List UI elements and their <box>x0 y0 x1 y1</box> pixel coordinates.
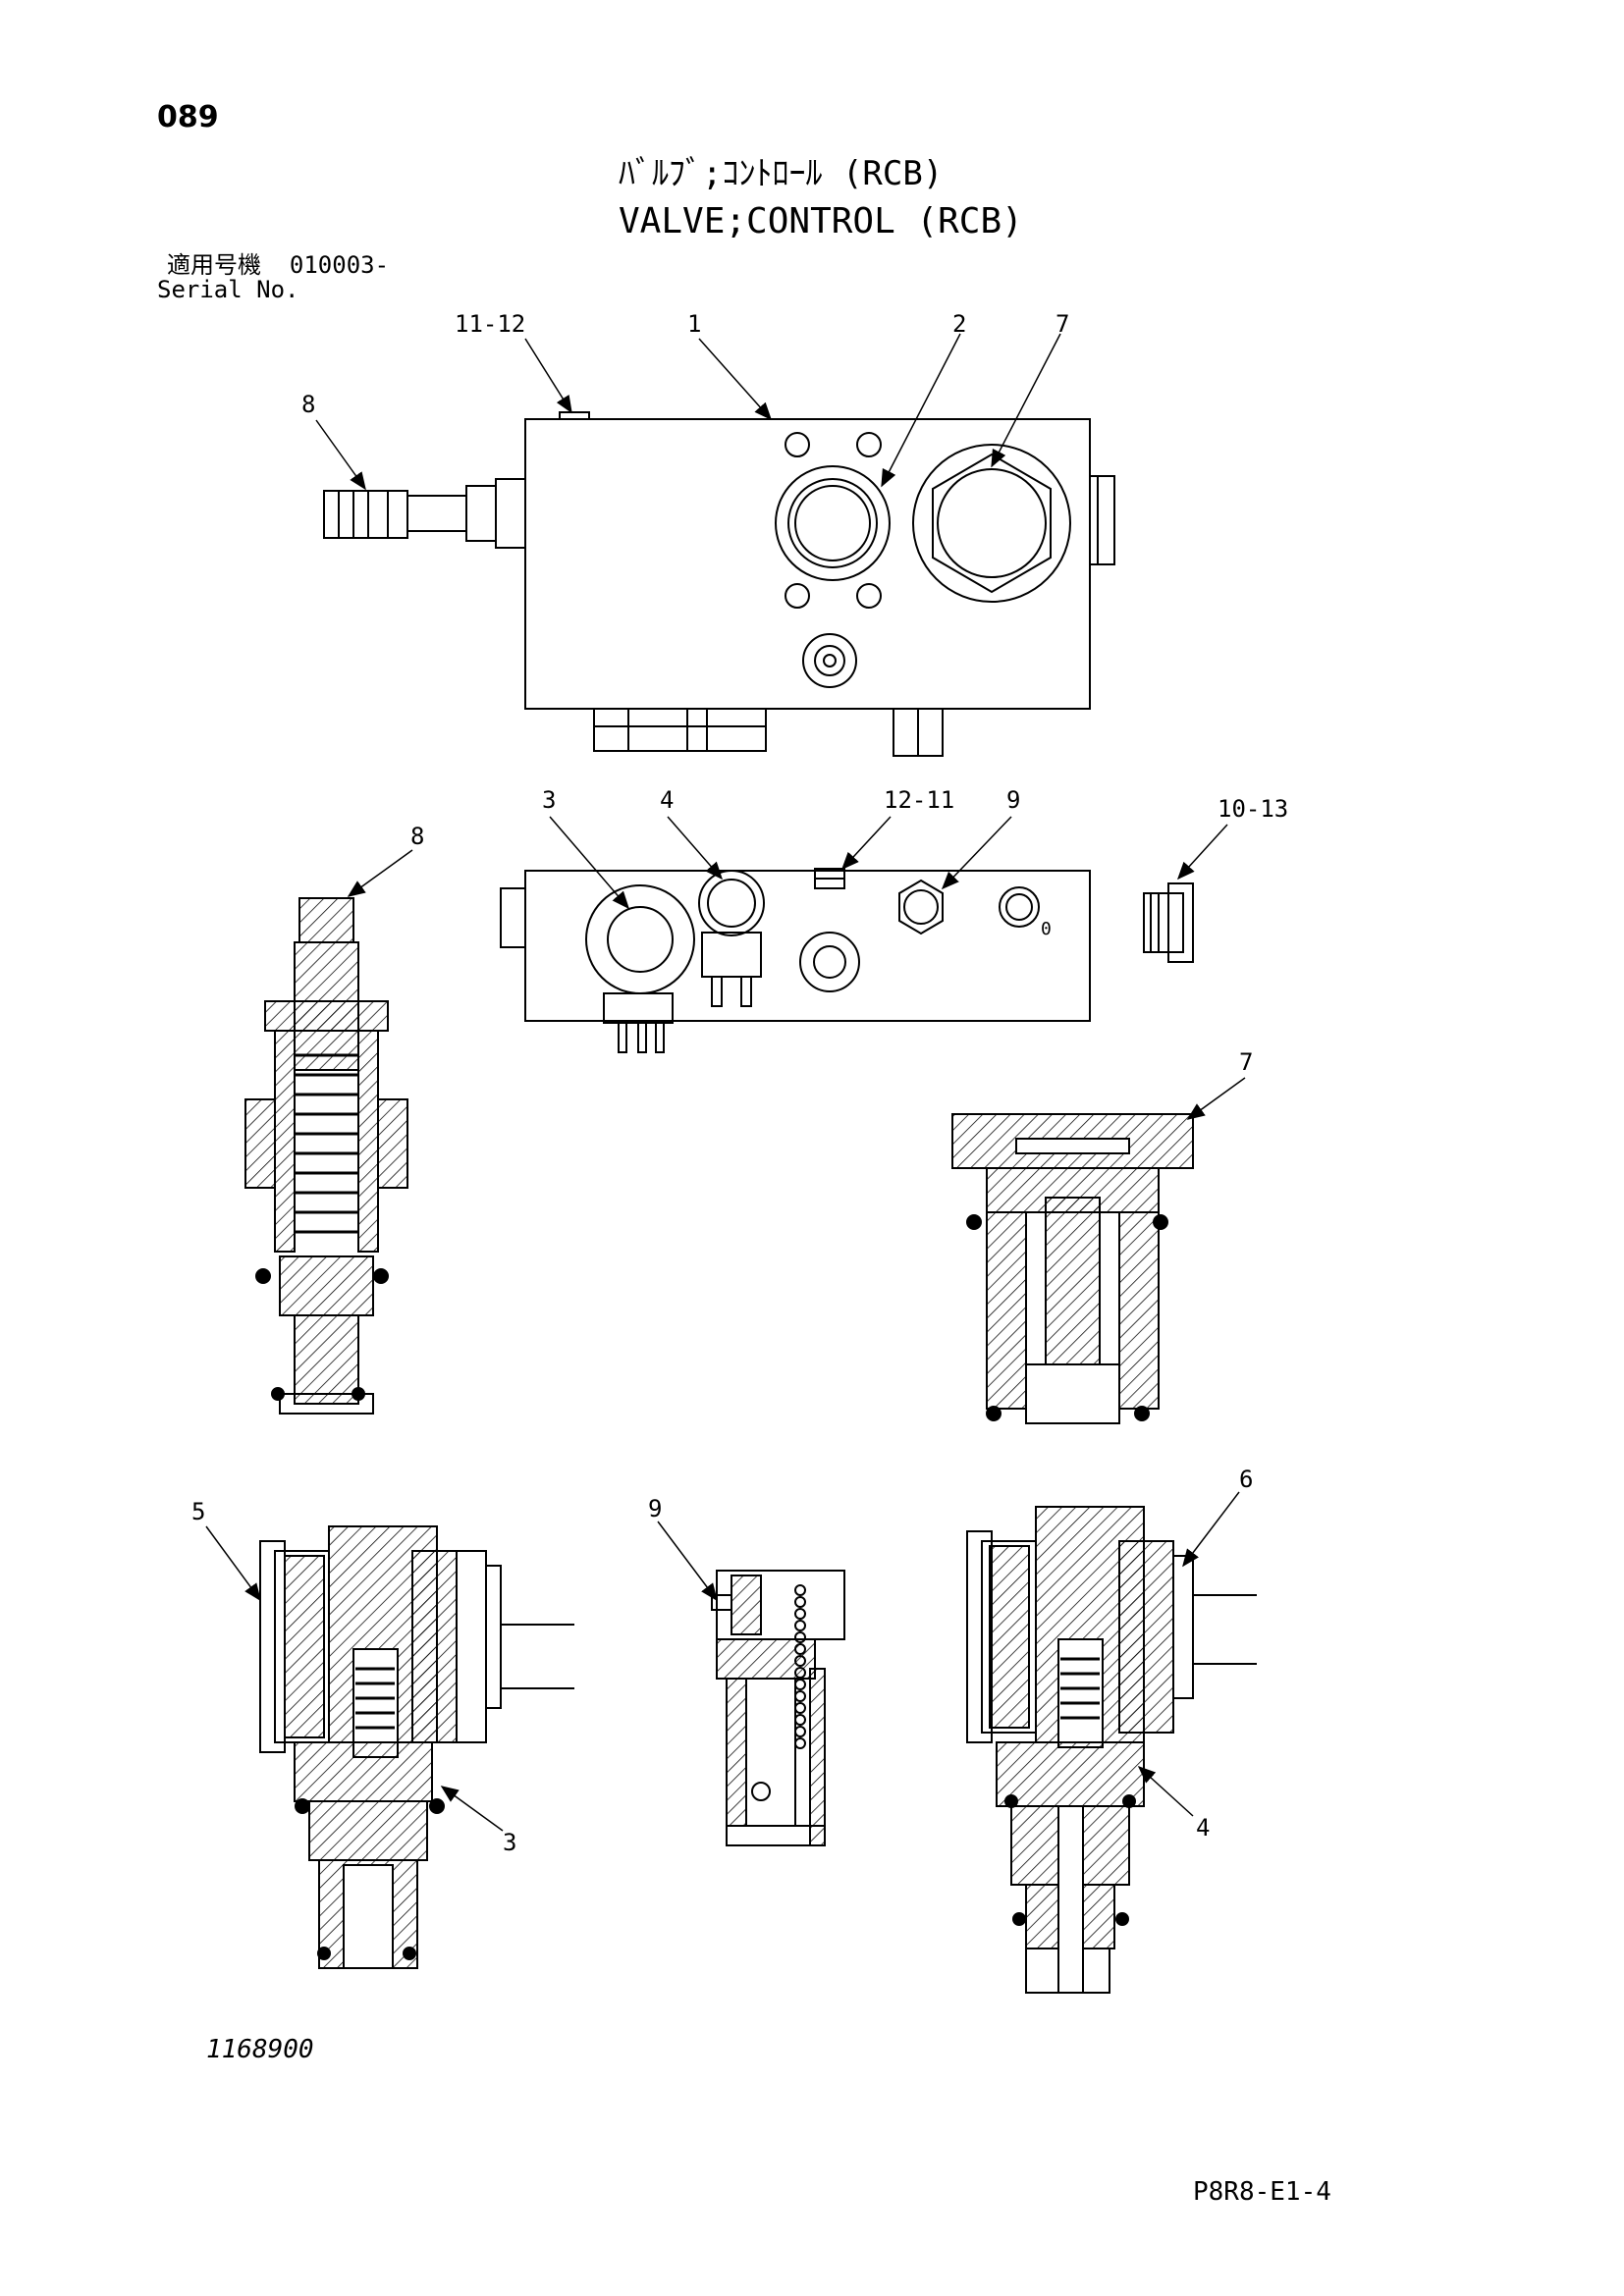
callout-4-low: 4 <box>1196 1814 1210 1842</box>
title-japanese: ﾊﾞﾙﾌﾞ;ｺﾝﾄﾛｰﾙ (RCB) <box>619 154 944 193</box>
callout-3-top: 3 <box>542 786 556 814</box>
section-7-plug <box>951 1113 1194 1424</box>
section-6-solenoid <box>966 1506 1257 1994</box>
callout-11-12: 11-12 <box>455 310 525 338</box>
callout-9-top: 9 <box>1006 786 1020 814</box>
page-number: 089 <box>157 100 219 134</box>
callout-leaders <box>205 333 1246 1832</box>
valve-block-top-view <box>323 411 1115 757</box>
section-8-cartridge <box>244 897 408 1415</box>
callout-5: 5 <box>191 1498 205 1525</box>
serial-label-japanese: 適用号機 010003- <box>167 253 389 277</box>
section-9-valve <box>711 1570 845 1846</box>
serial-label-jp-text: 適用号機 <box>167 251 261 279</box>
serial-value: 010003- <box>289 251 390 279</box>
callout-12-11: 12-11 <box>884 786 954 814</box>
callout-labels: 11-12 1 2 7 8 3 4 12-11 9 10-13 8 7 5 9 … <box>191 310 1288 1856</box>
svg-text:0: 0 <box>1041 919 1052 939</box>
callout-9-low: 9 <box>648 1495 662 1522</box>
valve-block-side-view: 0 <box>500 868 1091 1053</box>
serial-label-english: Serial No. <box>157 276 299 303</box>
callout-8-mid: 8 <box>410 823 424 850</box>
callout-4-top: 4 <box>660 786 674 814</box>
drawing-number: 1168900 <box>206 2035 314 2064</box>
callout-7-mid: 7 <box>1239 1048 1253 1076</box>
callout-2: 2 <box>952 310 966 338</box>
callout-1: 1 <box>687 310 701 338</box>
plug-10-13 <box>1143 882 1194 963</box>
title-english: VALVE;CONTROL (RCB) <box>619 201 1023 241</box>
callout-7-top: 7 <box>1056 310 1069 338</box>
callout-10-13: 10-13 <box>1218 795 1288 823</box>
callout-8-top: 8 <box>301 391 315 418</box>
section-5-solenoid <box>259 1525 574 1969</box>
sheet-code: P8R8-E1-4 <box>1193 2177 1331 2207</box>
callout-3-low: 3 <box>503 1829 516 1856</box>
callout-6: 6 <box>1239 1466 1253 1493</box>
